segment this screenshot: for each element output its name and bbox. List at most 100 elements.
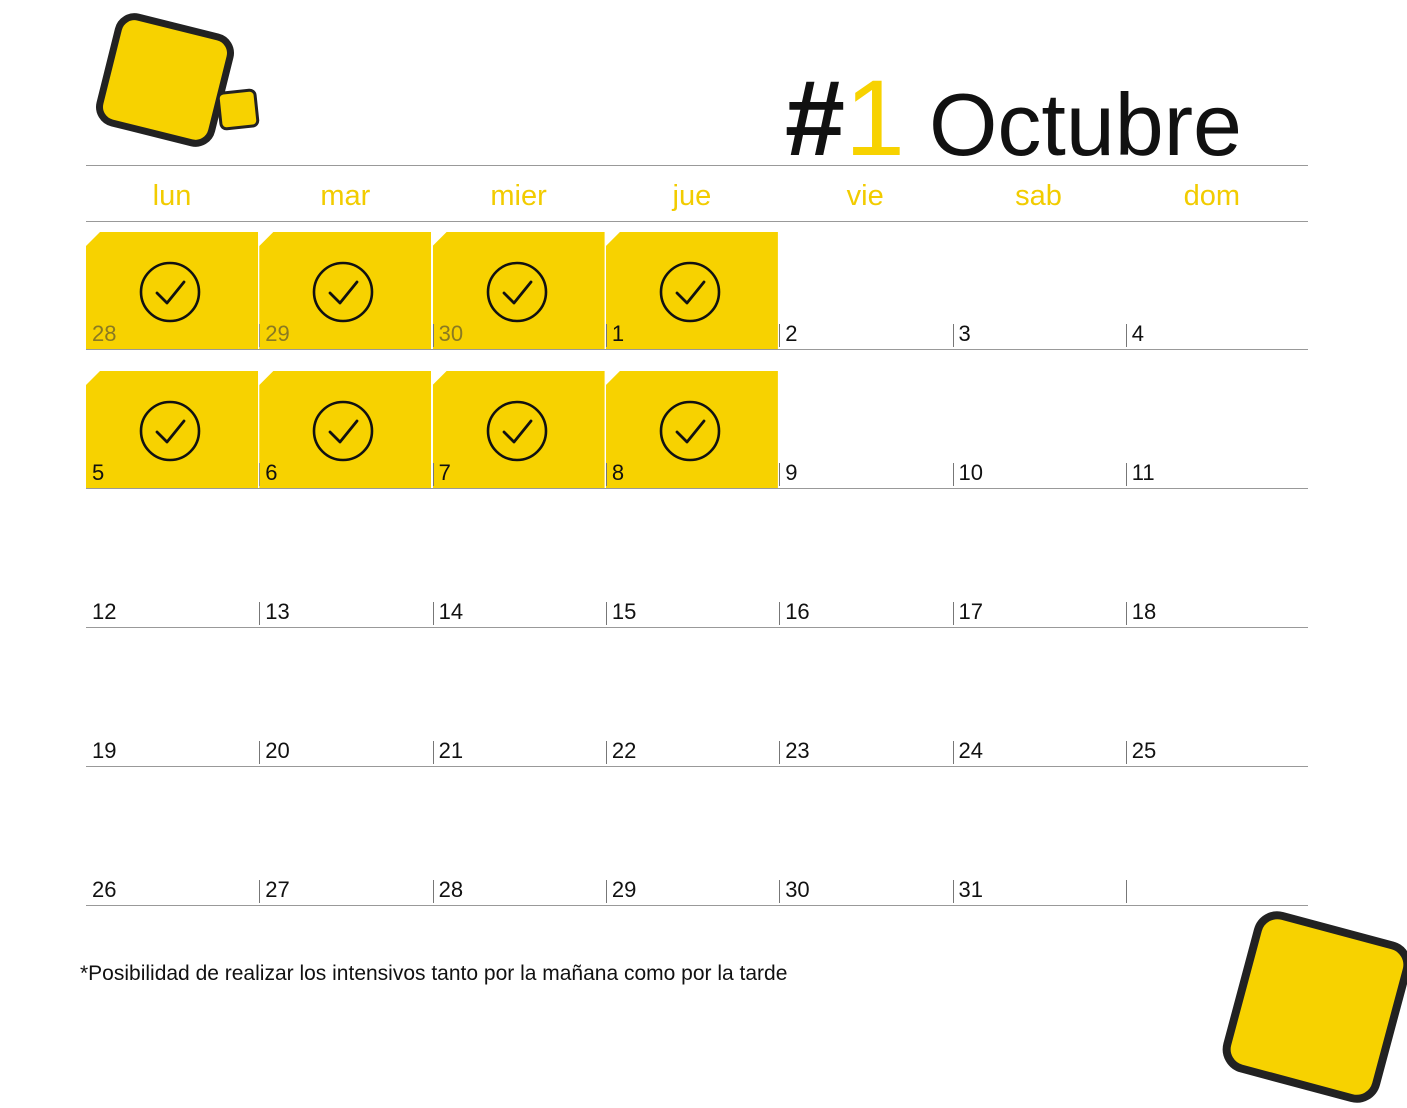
calendar-day-cell: 4: [1125, 232, 1298, 349]
cell-divider: [432, 602, 434, 625]
day-number: 14: [438, 599, 464, 624]
cell-divider: [605, 880, 607, 903]
corner-decor-square: [1217, 905, 1407, 1108]
week-rule: [86, 488, 1308, 489]
day-number: 25: [1131, 738, 1157, 763]
day-number: 6: [265, 460, 278, 485]
weekday-2: mier: [490, 180, 547, 212]
cell-divider: [952, 463, 954, 486]
calendar-day-cell: 5: [86, 371, 258, 488]
cell-divider: [952, 880, 954, 903]
cell-divider: [1125, 880, 1127, 903]
calendar-day-cell: 27: [259, 788, 431, 905]
week-rule: [86, 905, 1308, 906]
weekday-1: mar: [320, 180, 371, 212]
calendar-day-cell: 29: [259, 232, 432, 349]
calendar-day-cell: 18: [1125, 510, 1298, 627]
day-number: 28: [92, 321, 117, 346]
calendar-day-cell: 3: [952, 232, 1125, 349]
cell-divider: [1125, 602, 1127, 625]
day-number: 9: [785, 460, 798, 485]
cell-divider: [952, 741, 954, 764]
calendar-day-cell: 21: [432, 649, 605, 766]
day-number: 29: [265, 321, 290, 346]
day-number: 27: [265, 877, 290, 902]
weekday-5: sab: [1015, 180, 1062, 212]
calendar-day-cell: 30: [432, 232, 605, 349]
day-number: 29: [611, 877, 637, 902]
weekday-0: lun: [152, 180, 192, 212]
day-number: 21: [438, 738, 464, 763]
week-rule: [86, 627, 1308, 628]
cell-divider: [259, 602, 261, 625]
weekday-4: vie: [846, 180, 884, 212]
weekday-6: dom: [1183, 180, 1240, 212]
footnote: *Posibilidad de realizar los intensivos …: [80, 962, 788, 985]
day-number: 20: [265, 738, 290, 763]
day-number: 28: [438, 877, 464, 902]
calendar-day-cell: 13: [259, 510, 431, 627]
day-number: 11: [1131, 460, 1155, 485]
calendar-day-cell: 20: [259, 649, 431, 766]
day-number: 18: [1131, 599, 1157, 624]
calendar-day-cell: 11: [1125, 371, 1298, 488]
calendar-day-cell: 17: [952, 510, 1125, 627]
day-number: 8: [611, 460, 625, 485]
cell-divider: [605, 463, 607, 486]
calendar-day-cell: 31: [952, 788, 1125, 905]
cell-divider: [779, 741, 781, 764]
cell-divider: [259, 324, 261, 347]
check-circle-icon: [138, 399, 202, 463]
calendar-day-cell: 30: [779, 788, 951, 905]
title-hash: #: [784, 57, 845, 178]
logo-small-square: [216, 88, 260, 131]
cell-divider: [1125, 463, 1127, 486]
day-number: 19: [92, 738, 117, 763]
cell-divider: [1125, 741, 1127, 764]
logo-large-square: [91, 8, 239, 152]
cell-divider: [259, 741, 261, 764]
day-number: 4: [1131, 321, 1145, 346]
day-number: 17: [958, 599, 983, 624]
calendar-day-cell: 6: [259, 371, 432, 488]
cell-divider: [779, 602, 781, 625]
calendar-day-cell: 2: [779, 232, 951, 349]
day-number: 2: [785, 321, 798, 346]
calendar-day-cell: 15: [605, 510, 778, 627]
calendar-day-cell: 14: [432, 510, 605, 627]
check-circle-icon: [485, 260, 549, 324]
title-number: 1: [844, 57, 905, 178]
calendar-day-cell: 29: [605, 788, 778, 905]
day-number: 5: [92, 460, 105, 485]
cell-divider: [259, 880, 261, 903]
calendar-day-cell: 22: [605, 649, 778, 766]
day-number: 22: [611, 738, 637, 763]
calendar-day-cell: 12: [86, 510, 258, 627]
cell-divider: [432, 463, 434, 486]
calendar-day-cell: 28: [86, 232, 258, 349]
calendar-day-cell: 26: [86, 788, 258, 905]
calendar-day-cell: 1: [605, 232, 778, 349]
header-bottom-rule: [86, 221, 1308, 222]
day-number: 24: [958, 738, 983, 763]
calendar-day-cell: 9: [779, 371, 951, 488]
day-number: 23: [785, 738, 810, 763]
day-number: 31: [958, 877, 983, 902]
cell-divider: [432, 324, 434, 347]
calendar-day-cell: [1125, 788, 1298, 905]
day-number: 10: [958, 460, 983, 485]
title-month: Octubre: [928, 75, 1242, 174]
calendar-day-cell: 19: [86, 649, 258, 766]
week-rule: [86, 349, 1308, 350]
day-number: 1: [611, 321, 625, 346]
calendar-day-cell: 10: [952, 371, 1125, 488]
day-number: 13: [265, 599, 290, 624]
check-circle-icon: [658, 399, 722, 463]
week-rule: [86, 766, 1308, 767]
check-circle-icon: [658, 260, 722, 324]
header-top-rule: [86, 165, 1308, 166]
cell-divider: [605, 324, 607, 347]
day-number: 15: [611, 599, 637, 624]
cell-divider: [779, 324, 781, 347]
